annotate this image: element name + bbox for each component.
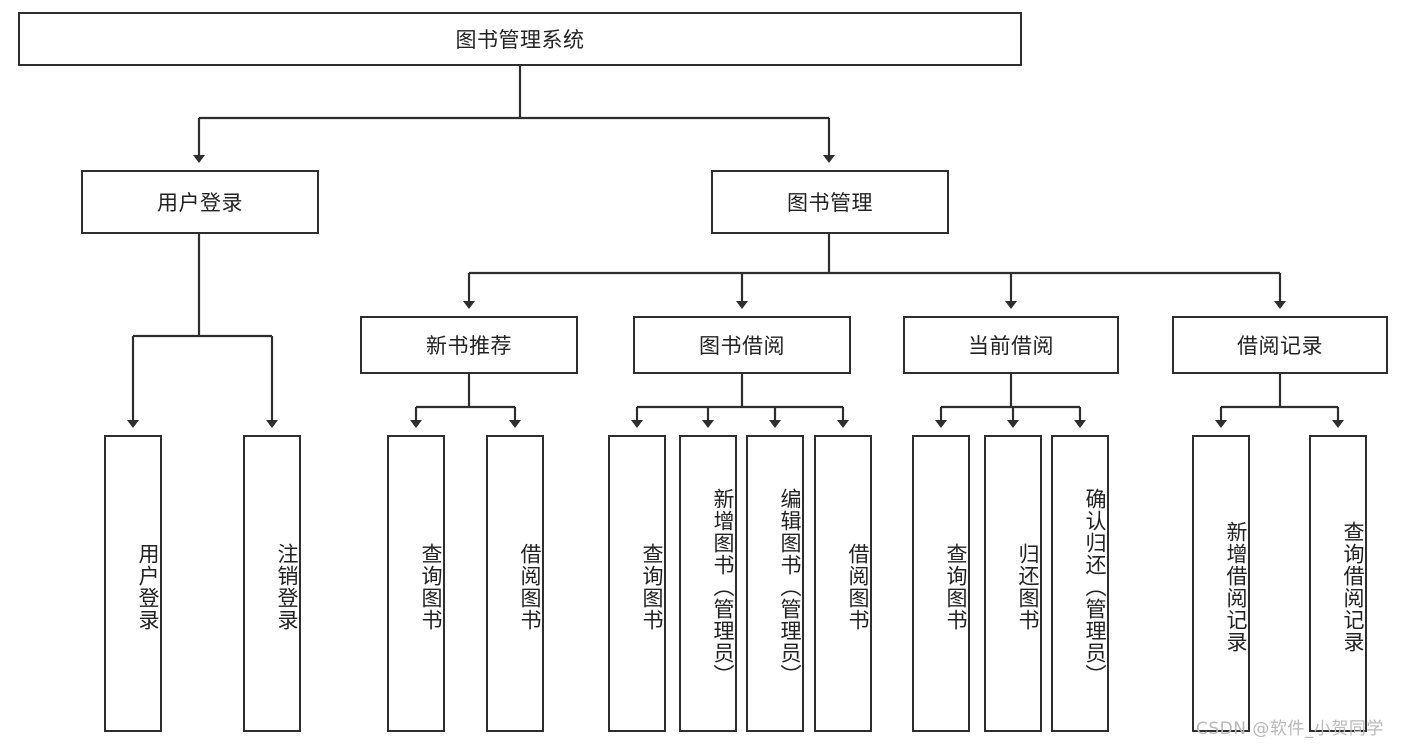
leaf-add-borrow-record-label: 新增借阅记录: [1224, 520, 1248, 653]
leaf-borrow-book-recommend-label: 借阅图书: [518, 542, 542, 631]
leaf-user-login[interactable]: 用户登录: [104, 435, 162, 732]
leaf-query-book-recommend[interactable]: 查询图书: [387, 435, 445, 732]
leaf-query-book-borrow[interactable]: 查询图书: [608, 435, 666, 732]
leaf-return-book[interactable]: 归还图书: [984, 435, 1042, 732]
node-book-management-label: 图书管理: [787, 191, 873, 215]
leaf-query-book-recommend-label: 查询图书: [419, 542, 443, 631]
watermark: CSDN @软件_小贺同学: [1196, 719, 1384, 739]
node-borrow-record[interactable]: 借阅记录: [1172, 316, 1388, 374]
leaf-query-book-current[interactable]: 查询图书: [912, 435, 970, 732]
leaf-confirm-return-admin-label: 确认归还（管理员）: [1083, 487, 1107, 686]
leaf-query-borrow-record-label: 查询借阅记录: [1341, 520, 1365, 653]
leaf-add-book-admin[interactable]: 新增图书（管理员）: [679, 435, 737, 732]
leaf-borrow-book[interactable]: 借阅图书: [814, 435, 872, 732]
leaf-return-book-label: 归还图书: [1016, 542, 1040, 631]
node-book-borrow[interactable]: 图书借阅: [633, 316, 851, 374]
leaf-query-book-borrow-label: 查询图书: [640, 542, 664, 631]
leaf-add-book-admin-label: 新增图书（管理员）: [711, 487, 735, 686]
node-root-label: 图书管理系统: [455, 28, 585, 52]
node-root[interactable]: 图书管理系统: [18, 12, 1022, 66]
node-user-login-label: 用户登录: [157, 191, 243, 215]
node-book-borrow-label: 图书借阅: [699, 334, 785, 358]
leaf-borrow-book-label: 借阅图书: [846, 542, 870, 631]
leaf-add-borrow-record[interactable]: 新增借阅记录: [1192, 435, 1250, 732]
node-current-borrow[interactable]: 当前借阅: [903, 316, 1119, 374]
node-user-login[interactable]: 用户登录: [81, 170, 319, 234]
node-borrow-record-label: 借阅记录: [1237, 334, 1323, 358]
leaf-user-login-label: 用户登录: [136, 542, 160, 631]
leaf-query-book-current-label: 查询图书: [944, 542, 968, 631]
leaf-logout[interactable]: 注销登录: [243, 435, 301, 732]
node-new-book-recommend[interactable]: 新书推荐: [360, 316, 578, 374]
leaf-edit-book-admin[interactable]: 编辑图书（管理员）: [746, 435, 804, 732]
leaf-edit-book-admin-label: 编辑图书（管理员）: [778, 487, 802, 686]
node-book-management[interactable]: 图书管理: [711, 170, 949, 234]
leaf-confirm-return-admin[interactable]: 确认归还（管理员）: [1051, 435, 1109, 732]
node-current-borrow-label: 当前借阅: [968, 334, 1054, 358]
leaf-query-borrow-record[interactable]: 查询借阅记录: [1309, 435, 1367, 732]
leaf-logout-label: 注销登录: [275, 542, 299, 631]
leaf-borrow-book-recommend[interactable]: 借阅图书: [486, 435, 544, 732]
node-new-book-recommend-label: 新书推荐: [426, 334, 512, 358]
